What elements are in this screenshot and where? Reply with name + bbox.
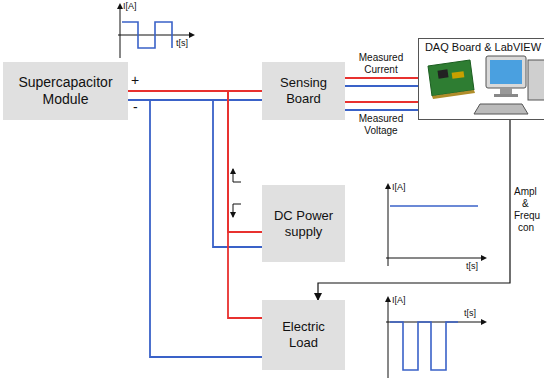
axis-label: I[A]	[392, 295, 406, 305]
node-text: DAQ Board & LabVIEW	[425, 41, 541, 54]
control-arrow	[318, 120, 510, 300]
polarity-sign: +	[131, 72, 139, 88]
wire	[128, 100, 262, 247]
axis-label: t[s]	[176, 38, 188, 48]
dc-current-chart	[386, 186, 484, 266]
square-wave-chart	[118, 6, 192, 58]
wire	[128, 91, 262, 318]
node-text: Supercapacitor Module	[9, 74, 122, 108]
axis-label: I[A]	[392, 182, 406, 192]
axis-label: t[s]	[466, 261, 478, 271]
wire	[345, 101, 418, 103]
node-text: Sensing Board	[268, 75, 339, 106]
wire	[128, 100, 262, 357]
supercap-box: Supercapacitor Module	[3, 62, 128, 120]
computer-illustration	[474, 56, 544, 114]
load-box: Electric Load	[262, 300, 345, 370]
pulse-current-chart	[386, 299, 484, 378]
node-text: Electric Load	[268, 319, 339, 350]
sensing-box: Sensing Board	[262, 62, 345, 120]
current-direction-arrows	[233, 169, 241, 217]
signal-label: Measured Voltage	[348, 113, 414, 136]
polarity-sign: -	[133, 99, 138, 115]
wire	[128, 91, 262, 232]
wire	[345, 77, 418, 79]
control-note: con	[518, 222, 534, 234]
node-text: DC Power supply	[268, 208, 339, 239]
daq-box: DAQ Board & LabVIEW	[418, 38, 544, 120]
wire	[345, 85, 418, 87]
signal-label: Measured Current	[348, 52, 414, 75]
control-note: &	[522, 198, 529, 210]
wire	[345, 109, 418, 111]
daq-card-illustration	[428, 60, 475, 99]
power-supply-box: DC Power supply	[262, 185, 345, 262]
control-note: Frequ	[514, 210, 540, 222]
control-note: Ampl	[514, 186, 537, 198]
axis-label: I[A]	[123, 1, 137, 11]
axis-label: t[s]	[464, 308, 476, 318]
